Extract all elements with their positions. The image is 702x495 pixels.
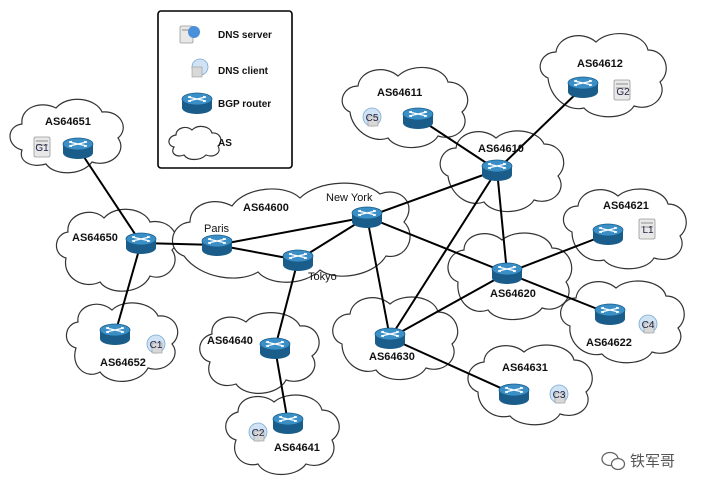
as64610-label: AS64610: [478, 143, 524, 155]
router-as64622: [594, 303, 626, 326]
legend-dns-client-label: DNS client: [218, 66, 269, 77]
dns-client-c3-icon: C3: [549, 384, 569, 404]
router-as64631: [498, 383, 530, 406]
dns-client-c2-icon: C2: [248, 422, 268, 442]
as64600-label: AS64600: [243, 202, 289, 214]
legend-as-label: AS: [218, 138, 232, 149]
dns-client-c1-icon: C1: [146, 334, 166, 354]
host-c1-label: C1: [150, 340, 163, 351]
as64620-label: AS64620: [490, 288, 536, 300]
router-as64641: [272, 412, 304, 435]
host-c4-label: C4: [642, 320, 655, 331]
cloud-as64612: [539, 33, 667, 118]
tokyo-label: Tokyo: [308, 271, 337, 283]
router-as64620: [491, 262, 523, 285]
new-york-label: New York: [326, 192, 373, 204]
watermark: 铁军哥: [601, 451, 675, 471]
as64631-label: AS64631: [502, 362, 548, 374]
router-as64610: [481, 159, 513, 182]
dns-server-l1-icon: L1: [638, 218, 656, 240]
as64650-label: AS64650: [72, 232, 118, 244]
router-as64611: [402, 107, 434, 130]
host-l1-label: L1: [642, 225, 654, 236]
cloud-as64650: [55, 208, 178, 292]
host-c5-label: C5: [366, 113, 379, 124]
cloud-as64641: [225, 394, 340, 476]
wechat-icon: [601, 451, 626, 471]
dns-client-c5-icon: C5: [362, 107, 382, 127]
host-c2-label: C2: [252, 428, 265, 439]
router-new-york: [351, 206, 383, 229]
dns-server-g1-icon: G1: [33, 136, 51, 158]
router-as64640: [259, 337, 291, 360]
router-as64652: [99, 323, 131, 346]
as64640-label: AS64640: [207, 335, 253, 347]
router-as64630: [374, 327, 406, 350]
host-g1-label: G1: [35, 143, 49, 154]
dns-client-c4-icon: C4: [638, 314, 658, 334]
router-tokyo: [282, 249, 314, 272]
dns-server-icon: [179, 25, 200, 44]
watermark-text: 铁军哥: [630, 453, 675, 470]
router-as64651: [62, 137, 94, 160]
cloud-as64631: [467, 344, 593, 426]
as64651-label: AS64651: [45, 116, 91, 128]
as64621-label: AS64621: [603, 200, 649, 212]
as64612-label: AS64612: [577, 58, 623, 70]
host-c3-label: C3: [553, 390, 566, 401]
legend-dns-server-label: DNS server: [218, 30, 272, 41]
cloud-as64621: [562, 188, 687, 270]
router-paris: [201, 234, 233, 257]
dns-client-icon: [191, 58, 209, 78]
paris-label: Paris: [204, 223, 230, 235]
router-as64650: [125, 232, 157, 255]
cloud-as64651: [9, 98, 124, 174]
router-as64612: [567, 76, 599, 99]
cloud-as64600: [171, 182, 411, 283]
as64630-label: AS64630: [369, 351, 415, 363]
as64622-label: AS64622: [586, 337, 632, 349]
as64652-label: AS64652: [100, 357, 146, 369]
legend-bgp-router-label: BGP router: [218, 99, 271, 110]
cloud-as64611: [341, 66, 469, 149]
router-as64621: [592, 223, 624, 246]
as-cloud-icon: [168, 125, 222, 161]
as64641-label: AS64641: [274, 442, 320, 454]
legend: DNS server DNS client BGP router AS: [157, 10, 293, 169]
host-g2-label: G2: [616, 87, 630, 98]
as64611-label: AS64611: [377, 87, 422, 99]
cloud-as64640: [199, 312, 320, 394]
dns-server-g2-icon: G2: [613, 79, 631, 101]
bgp-router-icon: [181, 92, 213, 115]
